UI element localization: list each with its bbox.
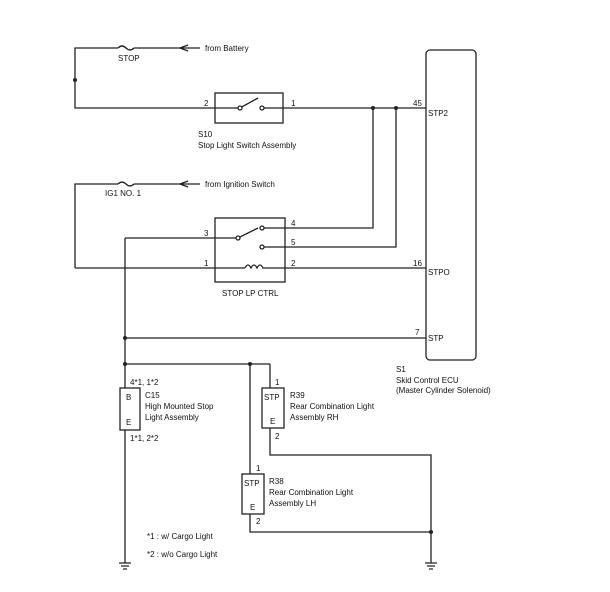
s10-switch-contacts — [215, 97, 283, 109]
relay-name: STOP LP CTRL — [222, 289, 279, 298]
r39-id: R39 — [290, 391, 305, 400]
relay-contact-common — [235, 235, 241, 241]
stop-fuse-wire — [74, 47, 118, 80]
ig1-fuse-wire — [74, 183, 118, 268]
r39-stp: STP — [264, 393, 280, 402]
c15-box — [119, 387, 141, 431]
r39-pin1: 1 — [275, 378, 280, 387]
relay-coil-icon — [244, 264, 285, 270]
r39-name2: Assembly RH — [290, 413, 339, 422]
s10-pin1: 1 — [291, 99, 296, 108]
r39-name1: Rear Combination Light — [290, 402, 375, 411]
relay-pin4-to-s10-wire — [285, 108, 374, 229]
relay-contact-4 — [259, 225, 265, 231]
relay-pin4: 4 — [291, 219, 296, 228]
stop-fuse-label: STOP — [118, 54, 140, 63]
ecu-pin16: 16 — [413, 259, 422, 268]
r39-ground-wire — [269, 428, 432, 563]
s10-id: S10 — [198, 130, 213, 139]
ecu-pin45: 45 — [413, 99, 422, 108]
r38-id: R38 — [269, 477, 284, 486]
s10-contact-left — [237, 105, 243, 111]
r38-name1: Rear Combination Light — [269, 488, 354, 497]
lamp-bus-wire — [124, 338, 270, 365]
r38-name2: Assembly LH — [269, 499, 316, 508]
s1-id: S1 — [396, 365, 406, 374]
r38-ground-junction — [429, 530, 433, 534]
relay-pin1: 1 — [204, 259, 209, 268]
ig1-fuse-label: IG1 NO. 1 — [105, 189, 142, 198]
relay-pin5: 5 — [291, 238, 296, 247]
c15-top-pins: 4*1, 1*2 — [130, 378, 159, 387]
c15-b: B — [126, 393, 131, 402]
skid-control-ecu-box — [425, 49, 477, 361]
ecu-stpo: STPO — [428, 268, 450, 277]
r38-box — [241, 473, 265, 515]
r39-pin2: 2 — [275, 432, 280, 441]
ig1-fuse-icon — [117, 181, 135, 187]
relay-pin3: 3 — [204, 229, 209, 238]
battery-arrow-icon — [179, 44, 189, 52]
r39-e: E — [270, 417, 275, 426]
from-battery-label: from Battery — [205, 44, 249, 53]
from-ignition-label: from Ignition Switch — [205, 180, 275, 189]
s10-pin2: 2 — [204, 99, 209, 108]
stop-fuse-icon — [117, 45, 135, 51]
note-2: *2 : w/o Cargo Light — [147, 550, 218, 559]
r38-ground-wire — [249, 514, 431, 533]
r38-e: E — [250, 503, 255, 512]
ecu-pin7: 7 — [415, 328, 420, 337]
relay-pin2: 2 — [291, 259, 296, 268]
s1-name: Skid Control ECU — [396, 376, 459, 385]
c15-ground-icon — [119, 562, 131, 570]
r39-box — [261, 387, 285, 429]
c15-bottom-pins: 1*1, 2*2 — [130, 434, 159, 443]
r38-pin1: 1 — [256, 464, 261, 473]
note-1: *1 : w/ Cargo Light — [147, 532, 214, 541]
s10-name: Stop Light Switch Assembly — [198, 141, 296, 150]
s1-sub: (Master Cylinder Solenoid) — [396, 386, 491, 395]
r38-pin2: 2 — [256, 517, 261, 526]
relay-switch-arm — [237, 227, 259, 239]
c15-id: C15 — [145, 391, 160, 400]
s10-feed-wire — [74, 80, 215, 109]
stop-lp-ctrl-box — [214, 217, 286, 283]
ignition-arrow-icon — [179, 180, 189, 188]
relay-contact-5 — [259, 244, 265, 250]
c15-name2: Light Assembly — [145, 413, 199, 422]
ecu-stp2: STP2 — [428, 109, 449, 118]
c15-name1: High Mounted Stop — [145, 402, 214, 411]
relay-pin5-to-s10-wire — [285, 108, 397, 248]
r39-ground-icon — [425, 562, 437, 570]
ecu-stp: STP — [428, 334, 444, 343]
r38-stp: STP — [244, 479, 260, 488]
s10-contact-right — [259, 105, 265, 111]
c15-e: E — [126, 418, 131, 427]
